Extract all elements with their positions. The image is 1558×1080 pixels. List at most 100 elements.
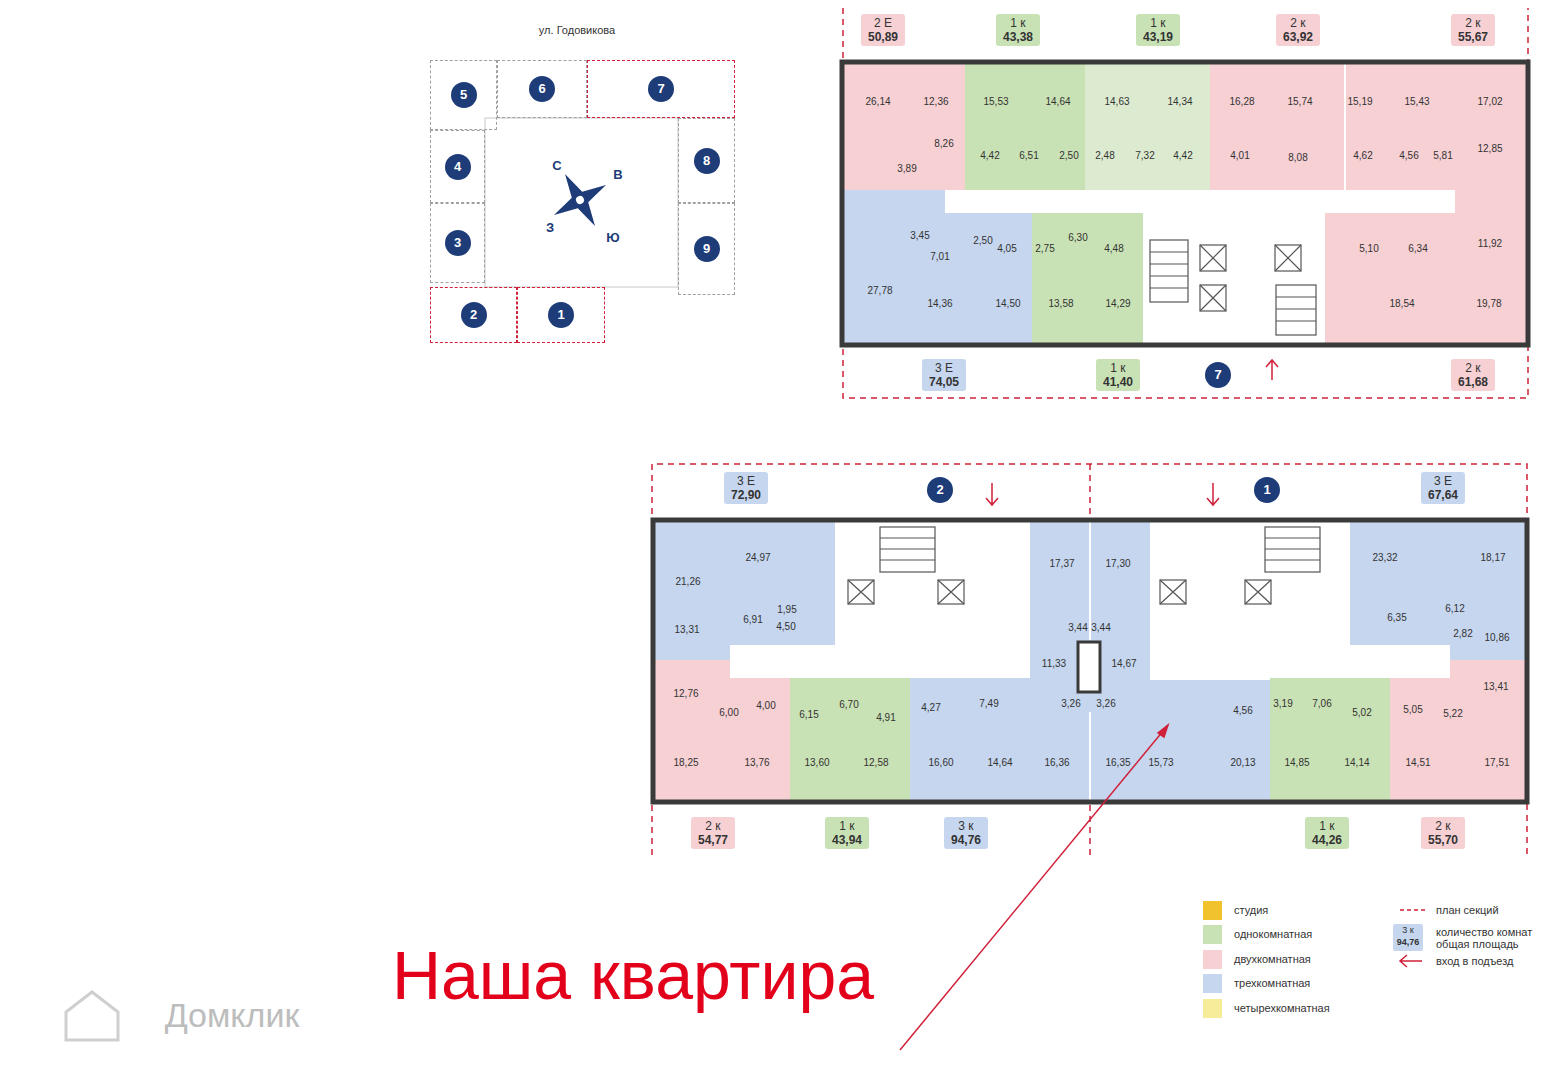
- section-number-circle: 3: [445, 230, 471, 256]
- street-name: ул. Годовикова: [539, 24, 615, 36]
- room-area: 1,95: [777, 604, 796, 615]
- room-area: 6,35: [1387, 612, 1406, 623]
- room-count: 3 Е: [1428, 474, 1458, 488]
- room-area: 2,50: [1059, 150, 1078, 161]
- apartment-tag: 2 к61,68: [1451, 359, 1495, 391]
- room-area: 4,00: [756, 700, 775, 711]
- section-number-circle: 5: [451, 82, 477, 108]
- room-count: 3 к: [951, 819, 981, 833]
- compass-letter: В: [613, 168, 622, 182]
- room-area: 3,26: [1061, 698, 1080, 709]
- room-count: 1 к: [1003, 16, 1033, 30]
- room-area: 2,75: [1035, 243, 1054, 254]
- section-1-2-plan: [653, 520, 1527, 802]
- room-area: 4,42: [1173, 150, 1192, 161]
- legend-text: количество комнат общая площадь: [1436, 926, 1548, 950]
- leader-arrow: [900, 725, 1168, 1050]
- section-number-circle: 7: [1205, 362, 1231, 388]
- room-area: 14,36: [927, 298, 952, 309]
- section-key-box: 6: [497, 60, 587, 118]
- room-area: 14,63: [1104, 96, 1129, 107]
- room-count: 1 к: [1103, 361, 1133, 375]
- apartment-tag: 3 Е67,64: [1421, 472, 1465, 504]
- room-area: 2,82: [1453, 628, 1472, 639]
- legend-sample: [1393, 910, 1428, 967]
- apartment-tag: 2 к54,77: [691, 817, 735, 849]
- apartment-tag: 3 к94,76: [944, 817, 988, 849]
- section-number-circle: 4: [445, 154, 471, 180]
- room-area: 17,30: [1105, 558, 1130, 569]
- section-1-2-plan: [1078, 642, 1100, 692]
- key-map: [575, 195, 586, 206]
- room-area: 27,78: [867, 285, 892, 296]
- room-area: 3,19: [1273, 698, 1292, 709]
- section-1-2-plan: [790, 678, 910, 800]
- section-1-2-plan: [880, 538, 935, 560]
- room-area: 3,44: [1068, 622, 1087, 633]
- section-number-circle: 1: [1254, 477, 1280, 503]
- room-area: 18,25: [673, 757, 698, 768]
- legend-text: план секций: [1436, 904, 1548, 916]
- room-count: 1 к: [832, 819, 862, 833]
- section-7-plan: [1325, 190, 1528, 345]
- apartment-tag: 2 к55,70: [1421, 817, 1465, 849]
- entrance-arrow: [1207, 483, 1219, 505]
- legend-text: студия: [1234, 904, 1268, 916]
- section-1-2-plan: [848, 527, 1320, 604]
- room-area: 5,22: [1443, 708, 1462, 719]
- section-7-plan: [1150, 240, 1188, 302]
- key-map: [485, 118, 678, 287]
- legend-text: вход в подъезд: [1436, 955, 1548, 967]
- room-area: 7,01: [930, 251, 949, 262]
- room-count: 2 Е: [868, 16, 898, 30]
- room-area: 14,14: [1344, 757, 1369, 768]
- room-area: 15,53: [983, 96, 1008, 107]
- legend-sample-text: 94,76: [1397, 938, 1420, 948]
- room-area: 6,91: [743, 614, 762, 625]
- legend-sample: [1400, 955, 1422, 967]
- section-7-plan: [1200, 285, 1226, 311]
- section-frame: [652, 464, 1527, 855]
- room-area: 14,67: [1111, 658, 1136, 669]
- room-area: 4,48: [1104, 243, 1123, 254]
- section-key-box: 8: [678, 118, 735, 203]
- section-number-circle: 7: [648, 76, 674, 102]
- section-1-2-plan: [1270, 678, 1390, 800]
- room-count: 1 к: [1312, 819, 1342, 833]
- room-area: 12,85: [1477, 143, 1502, 154]
- legend-swatch: [1203, 901, 1222, 920]
- room-area: 13,31: [674, 624, 699, 635]
- room-area: 11,33: [1042, 658, 1066, 669]
- room-area: 12,36: [923, 96, 948, 107]
- room-area: 6,12: [1445, 603, 1464, 614]
- section-7-plan: [1276, 297, 1316, 321]
- apartment-tag: 3 Е74,05: [922, 359, 966, 391]
- compass-letter: С: [552, 159, 561, 173]
- compass-letter: Ю: [606, 231, 619, 245]
- room-area: 5,05: [1403, 704, 1422, 715]
- legend-text: трехкомнатная: [1234, 977, 1310, 989]
- section-1-2-plan: [938, 580, 964, 604]
- section-number-circle: 1: [548, 302, 574, 328]
- total-area: 44,26: [1312, 833, 1342, 847]
- apartment-tag: 1 к43,38: [996, 14, 1040, 46]
- apartment-tag: 2 к55,67: [1451, 14, 1495, 46]
- legend-swatch: [1203, 974, 1222, 993]
- room-area: 11,92: [1478, 238, 1502, 249]
- section-frame: [843, 8, 1528, 398]
- section-number-circle: 2: [461, 302, 487, 328]
- section-7-plan: [842, 62, 965, 192]
- section-1-2-plan: [1160, 580, 1186, 604]
- section-1-2-plan: [1150, 522, 1350, 645]
- legend-text: однокомнатная: [1234, 928, 1312, 940]
- room-area: 13,76: [744, 757, 769, 768]
- room-area: 7,06: [1312, 698, 1331, 709]
- section-key-box: 1: [517, 287, 605, 343]
- room-area: 14,34: [1167, 96, 1192, 107]
- compass-letter: З: [546, 221, 554, 235]
- room-area: 4,50: [776, 621, 795, 632]
- room-count: 2 к: [1458, 361, 1488, 375]
- room-area: 10,86: [1484, 632, 1509, 643]
- room-count: 3 Е: [731, 474, 761, 488]
- section-key-box: 5: [430, 60, 497, 130]
